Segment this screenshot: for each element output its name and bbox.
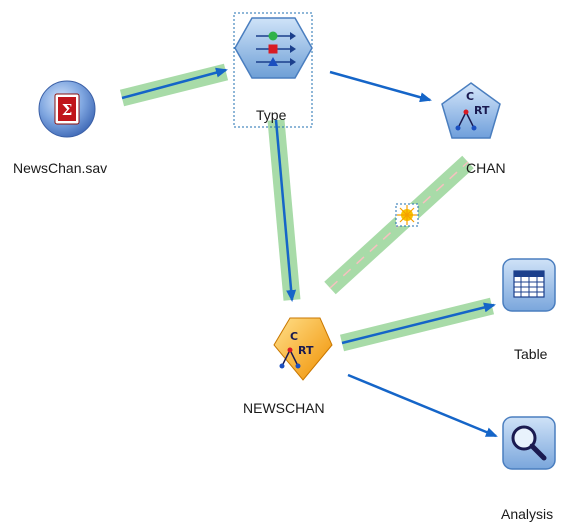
node-table[interactable] [502,258,556,312]
svg-text:RT: RT [298,344,314,357]
link-source-to-type[interactable] [119,63,229,107]
node-label-crt-model: CHAN [466,160,506,176]
node-label-crt-builder: NEWSCHAN [243,400,325,416]
table-icon [513,270,545,298]
node-label-analysis: Analysis [501,506,554,522]
link-crt-builder-to-table[interactable] [339,297,496,352]
link-crt-builder-to-analysis[interactable] [347,373,498,438]
link-type-to-crt-builder[interactable] [267,119,301,302]
link-type-to-crt-model[interactable] [329,70,432,103]
node-analysis[interactable] [502,416,556,470]
node-newschan-sav[interactable]: Σ [38,80,96,138]
node-crt-model-nugget[interactable]: C RT [441,82,501,139]
spss-file-source-icon: Σ [54,93,80,125]
crt-model-nugget-icon: C RT [455,90,490,131]
node-type[interactable] [233,12,313,128]
magnifier-icon [511,425,547,461]
sparkle-icon[interactable] [395,203,419,227]
svg-text:C: C [290,330,298,343]
type-node-icon [256,31,296,66]
svg-text:RT: RT [474,104,490,117]
crt-builder-icon: C RT [279,330,314,369]
svg-text:Σ: Σ [62,101,73,119]
node-crt-builder[interactable]: C RT [273,317,333,381]
svg-text:C: C [466,90,474,103]
node-label-table: Table [514,346,548,362]
node-label-type: Type [256,107,287,123]
node-label-newschan-sav: NewsChan.sav [13,160,108,176]
